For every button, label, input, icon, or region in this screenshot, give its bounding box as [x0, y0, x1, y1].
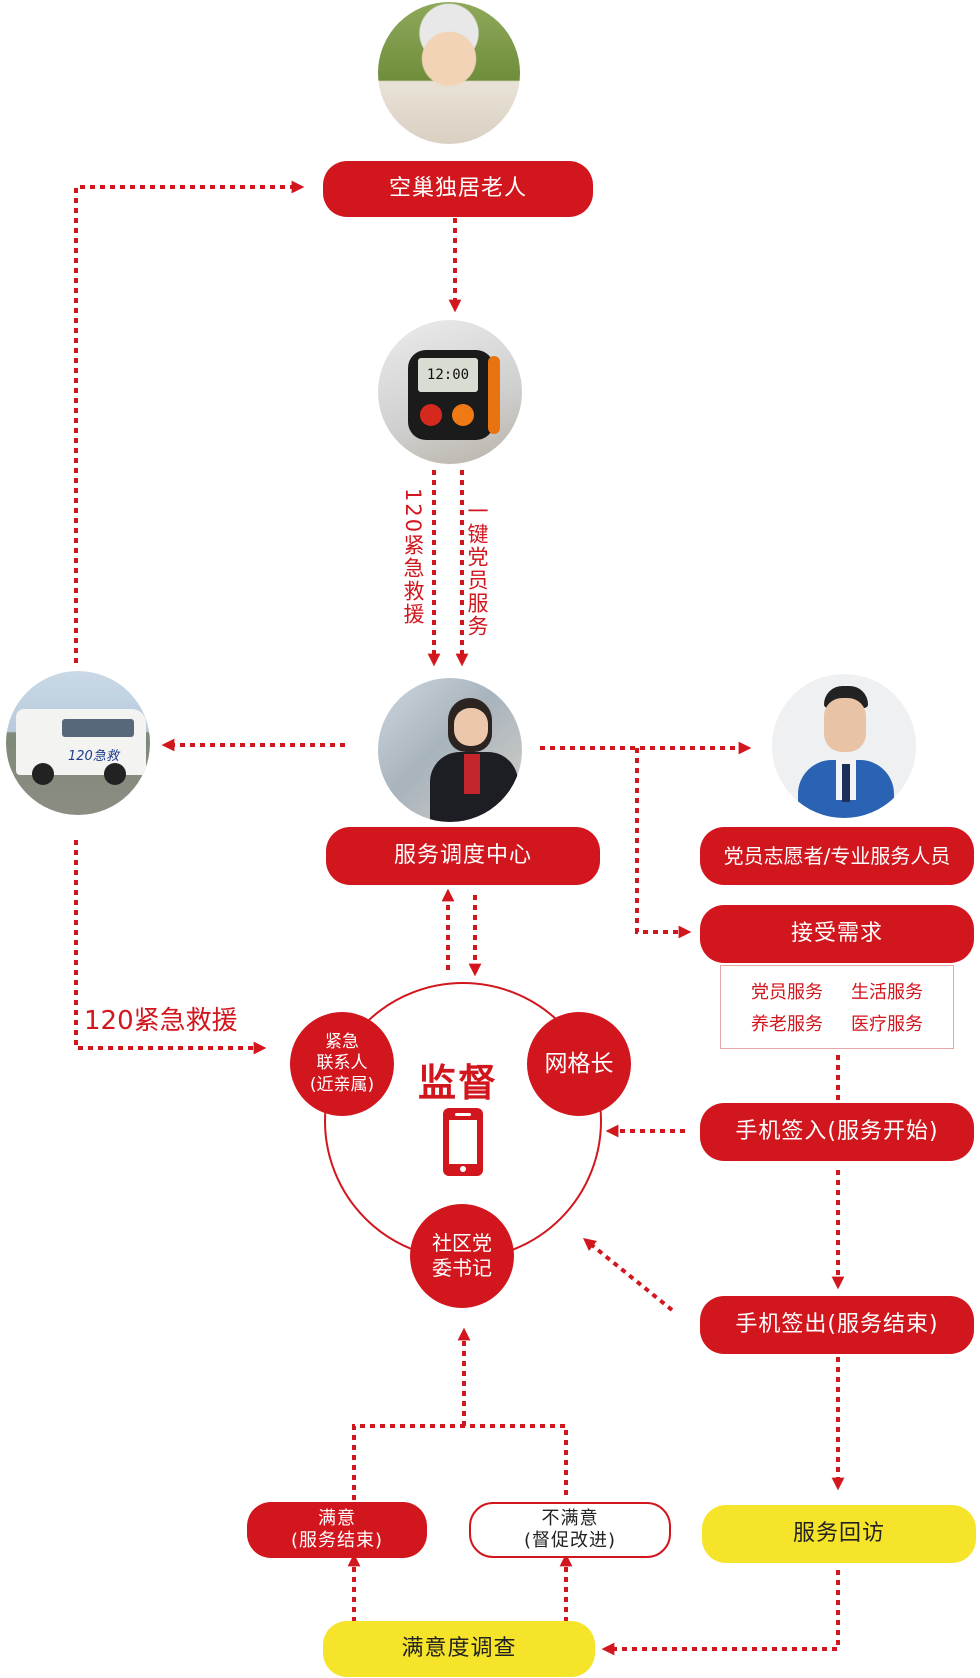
- volunteers-node: 党员志愿者/专业服务人员: [700, 827, 974, 885]
- arrow-revisit-to-survey: [601, 1570, 840, 1656]
- service-item: 生活服务: [851, 982, 923, 1003]
- ambulance-body: 120急救: [16, 709, 146, 785]
- watch-screen-time: 12:00: [426, 367, 470, 383]
- sos-watch-photo: 12:00: [378, 320, 522, 464]
- satisfied-node: 满意 (服务结束): [247, 1502, 427, 1558]
- watch-body: 12:00: [408, 350, 500, 440]
- watch-orange-button: [452, 404, 474, 426]
- service-types-box: 党员服务 生活服务 养老服务 医疗服务: [720, 965, 954, 1049]
- emergency-contact-line3: (近亲属): [309, 1074, 375, 1095]
- emergency-contact-line2: 联系人: [316, 1053, 368, 1074]
- service-item: 医疗服务: [851, 1014, 923, 1035]
- ambulance-to-contact-label: 120紧急救援: [84, 1006, 238, 1036]
- unsatisfied-node: 不满意 (督促改进): [469, 1502, 671, 1558]
- party-secretary-line1: 社区党: [432, 1231, 492, 1255]
- elderly-man-photo: [378, 2, 520, 144]
- watch-strap: [488, 356, 500, 434]
- revisit-node: 服务回访: [702, 1505, 976, 1563]
- grid-manager-node: 网格长: [527, 1012, 631, 1116]
- emergency-contact-node: 紧急 联系人 (近亲属): [290, 1012, 394, 1116]
- ambulance-photo: 120急救: [6, 671, 150, 815]
- elderly-node: 空巢独居老人: [323, 161, 593, 217]
- watch-red-button: [420, 404, 442, 426]
- satisfied-label: 满意: [318, 1508, 356, 1530]
- arrow-ambulance-to-elderly: [74, 180, 305, 663]
- satisfaction-survey-node: 满意度调查: [323, 1621, 595, 1677]
- dispatch-center-node: 服务调度中心: [326, 827, 600, 885]
- emergency-contact-line1: 紧急: [325, 1032, 359, 1053]
- arrow-feedback-to-supervision: [352, 1334, 568, 1500]
- checkout-node: 手机签出(服务结束): [700, 1296, 974, 1354]
- accept-request-node: 接受需求: [700, 905, 974, 963]
- grid-manager-label: 网格长: [544, 1050, 614, 1077]
- service-item: 养老服务: [751, 1014, 823, 1035]
- party-secretary-node: 社区党 委书记: [410, 1204, 514, 1308]
- service-item: 党员服务: [751, 982, 823, 1003]
- arrow-ambulance-to-contact: [74, 840, 267, 1055]
- volunteer-man-photo: [772, 674, 916, 818]
- party-service-label: 一键党员服务: [465, 500, 489, 638]
- unsatisfied-sublabel: (督促改进): [523, 1530, 617, 1551]
- phone-icon: [443, 1108, 483, 1176]
- ambulance-label: 120急救: [68, 749, 119, 764]
- satisfied-sublabel: (服务结束): [290, 1530, 384, 1551]
- watch-screen: 12:00: [418, 358, 478, 392]
- arrow-checkout-to-supervision: [583, 1237, 674, 1312]
- unsatisfied-label: 不满意: [541, 1508, 599, 1530]
- supervision-title: 监督: [418, 1061, 499, 1105]
- checkin-node: 手机签入(服务开始): [700, 1103, 974, 1161]
- sos-rescue-label: 120紧急救援: [401, 488, 425, 627]
- arrow-branch-to-accept: [635, 748, 692, 939]
- call-center-operator-photo: [378, 678, 522, 822]
- party-secretary-line2: 委书记: [432, 1256, 492, 1280]
